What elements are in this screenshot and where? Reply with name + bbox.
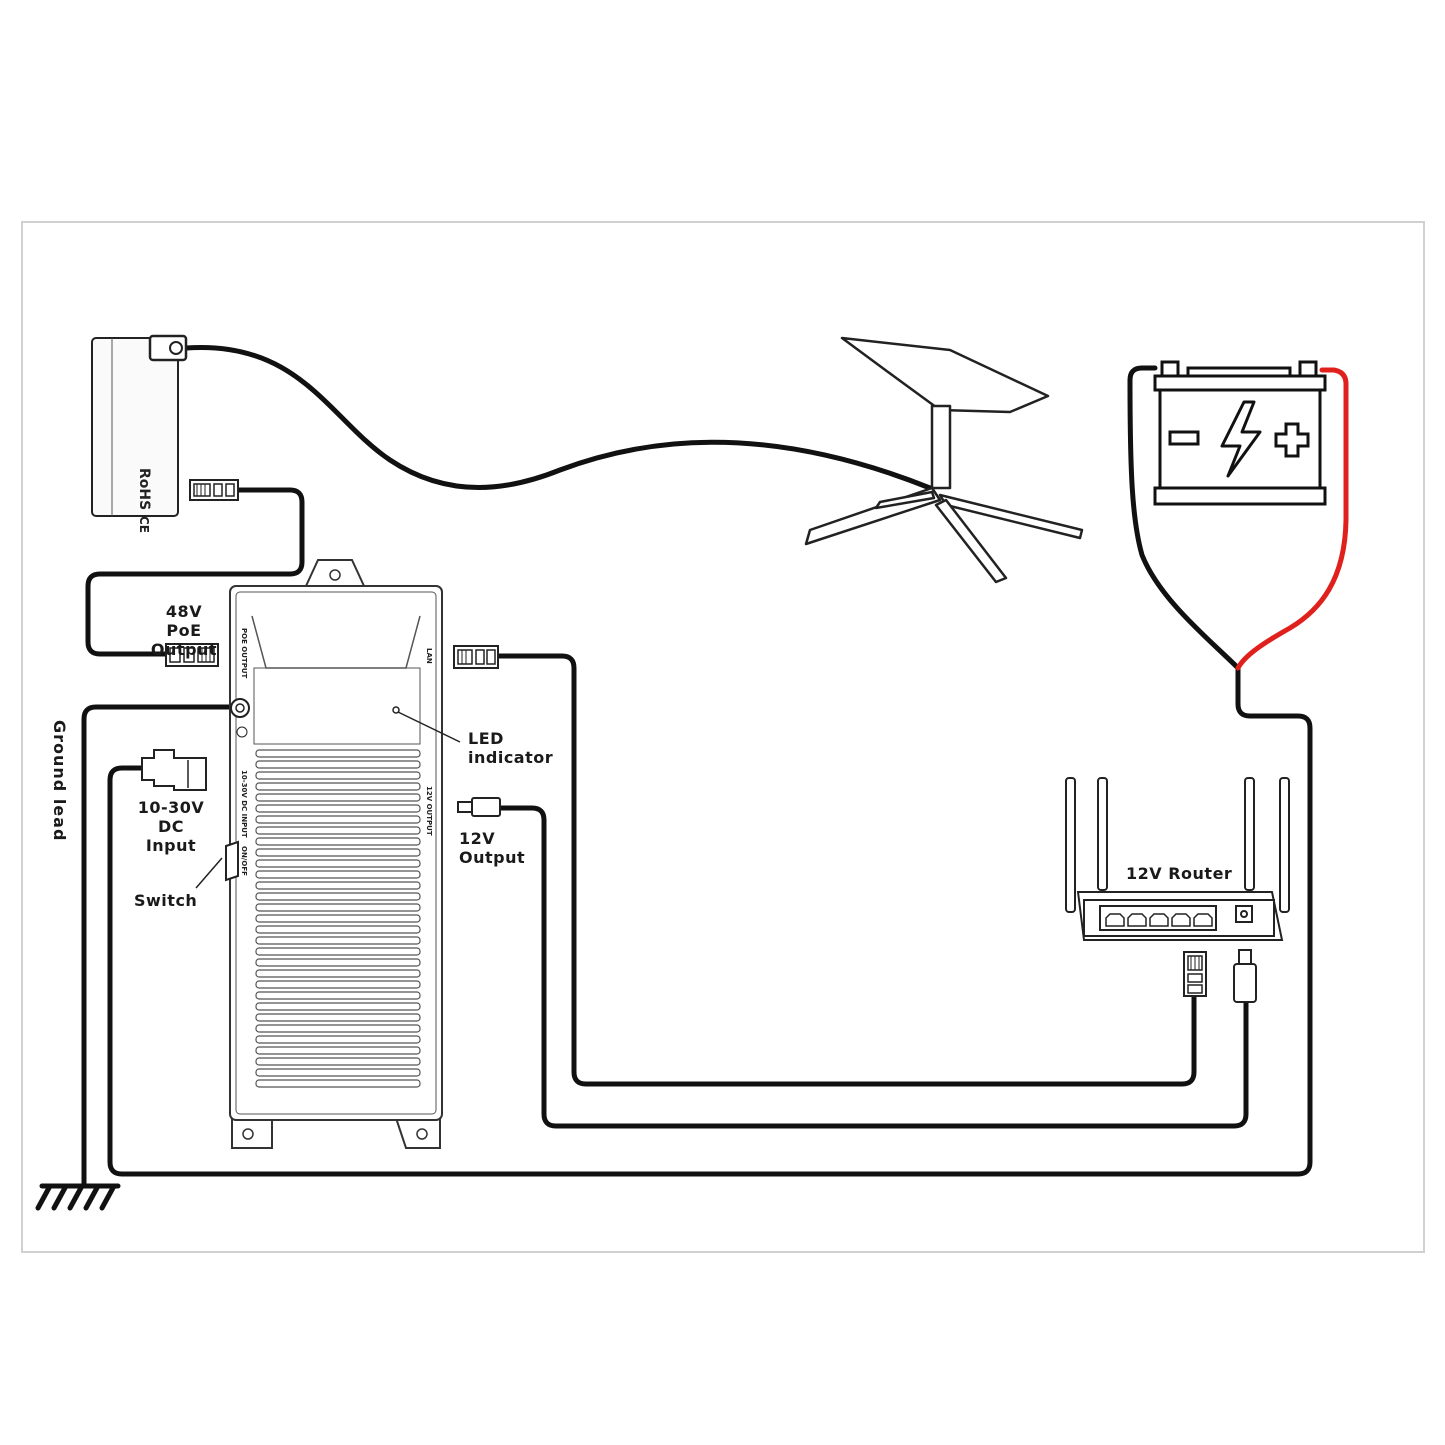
heatsink-fin <box>255 914 421 923</box>
router-antenna <box>1244 777 1255 891</box>
heatsink-fin <box>255 749 421 758</box>
heatsink-fin <box>255 859 421 868</box>
heatsink-fin <box>255 826 421 835</box>
poe-output-rj45-connector <box>165 643 219 667</box>
battery-negative-wire <box>1127 365 1241 671</box>
router-label: 12V Router <box>1126 864 1233 883</box>
ground-symbol <box>35 1183 121 1211</box>
heatsink-fin <box>255 870 421 879</box>
heatsink-fin <box>255 1002 421 1011</box>
heatsink-fin <box>255 760 421 769</box>
led-light <box>392 706 400 714</box>
heatsink-fin <box>255 903 421 912</box>
adapter-to-poe-cable <box>85 487 305 657</box>
poe-output-label: 48V PoE Output <box>150 602 218 659</box>
heatsink-fin <box>255 1013 421 1022</box>
router-lan-ports <box>1105 913 1213 927</box>
ground-lead-wire <box>81 704 235 1188</box>
heatsink-fin <box>255 1057 421 1066</box>
dc-input-label: 10-30V DC Input <box>137 798 205 855</box>
satellite-dish <box>804 336 1084 584</box>
switch-leader-line <box>195 857 223 889</box>
ground-lead-label: Ground lead <box>50 720 69 842</box>
heatsink-fin <box>255 881 421 890</box>
heatsink-fin <box>255 1068 421 1077</box>
power-switch <box>225 840 239 882</box>
dc-input-connector <box>141 749 207 791</box>
heatsink-fin <box>255 1035 421 1044</box>
lan-rj45-connector <box>453 645 499 669</box>
rohs-mark: RoHS <box>136 468 152 510</box>
dish-cable <box>183 344 933 491</box>
heatsink-fin <box>255 892 421 901</box>
router <box>1065 777 1290 941</box>
heatsink-fin <box>255 848 421 857</box>
heatsink-fin <box>255 1024 421 1033</box>
router-antenna <box>1097 777 1108 891</box>
battery-positive-wire <box>1235 367 1349 671</box>
led-indicator-label: LED indicator <box>468 729 554 767</box>
poe-adapter: RoHS CE <box>91 334 188 533</box>
ce-mark: CE <box>137 516 151 533</box>
heatsink-fin <box>255 925 421 934</box>
heatsink-fin <box>255 958 421 967</box>
switch-label: Switch <box>134 891 198 910</box>
heatsink-fins <box>255 749 421 1088</box>
router-rj45-connector <box>1183 951 1207 997</box>
battery-plus-icon <box>1274 422 1310 458</box>
output-12v-port-marking: 12V OUTPUT <box>425 786 433 836</box>
lan-to-router-cable <box>493 653 1197 1087</box>
ground-mark-icon <box>236 726 248 738</box>
output-12v-to-router-cable <box>497 805 1249 1129</box>
heatsink-fin <box>255 815 421 824</box>
heatsink-fin <box>255 936 421 945</box>
heatsink-fin <box>255 991 421 1000</box>
led-leader-line <box>397 711 461 743</box>
heatsink-fin <box>255 793 421 802</box>
heatsink-fin <box>255 947 421 956</box>
router-barrel-connector <box>1233 949 1257 1003</box>
output-12v-label: 12V Output <box>459 829 526 867</box>
heatsink-fin <box>255 804 421 813</box>
on-off-marking: ON/OFF <box>240 846 248 876</box>
heatsink-fin <box>255 980 421 989</box>
lan-port-marking: LAN <box>425 648 433 664</box>
battery-minus-icon <box>1168 430 1200 446</box>
heatsink-fin <box>255 782 421 791</box>
heatsink-fin <box>255 1079 421 1088</box>
poe-output-port-marking: POE OUTPUT <box>240 628 248 679</box>
heatsink-fin <box>255 969 421 978</box>
battery <box>1153 360 1327 506</box>
lightning-icon <box>1220 400 1262 478</box>
heatsink-fin <box>255 1046 421 1055</box>
heatsink-fin <box>255 771 421 780</box>
dc-input-wire <box>107 665 1313 1177</box>
power-supply-unit: POE OUTPUT LAN 10-30V DC INPUT 12V OUTPU… <box>225 559 443 1149</box>
dc-input-port-marking: 10-30V DC INPUT <box>240 770 248 838</box>
heatsink-fin <box>255 837 421 846</box>
adapter-rj45-connector <box>189 479 239 501</box>
router-antenna <box>1065 777 1076 913</box>
router-antenna <box>1279 777 1290 913</box>
output-12v-barrel-connector <box>457 797 501 817</box>
